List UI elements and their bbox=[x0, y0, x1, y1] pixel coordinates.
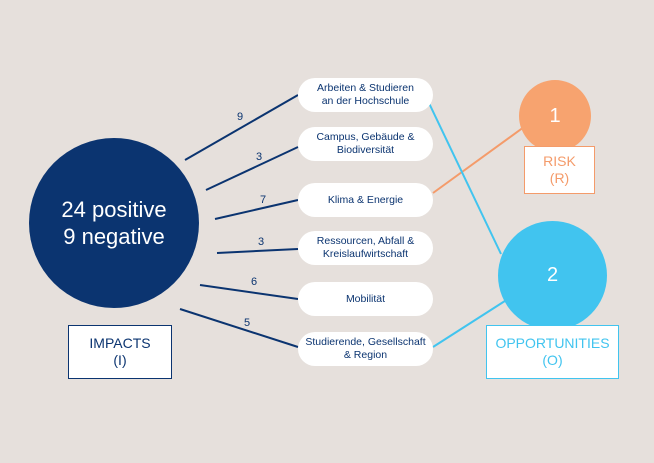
link-impacts-topic-4 bbox=[216, 248, 299, 254]
risk-title: RISK bbox=[543, 153, 576, 169]
risk-count: 1 bbox=[549, 104, 561, 127]
impacts-title: IMPACTS bbox=[89, 335, 151, 351]
topic-5-count: 6 bbox=[250, 276, 258, 288]
topic-4-count: 3 bbox=[257, 236, 265, 248]
risk-code: (R) bbox=[549, 170, 570, 186]
link-impacts-topic-2 bbox=[205, 146, 299, 191]
opportunities-title: OPPORTUNITIES bbox=[495, 335, 610, 351]
link-klima-risk bbox=[432, 126, 525, 194]
impacts-code: (I) bbox=[113, 352, 127, 368]
opportunities-code: (O) bbox=[542, 352, 563, 368]
opportunities-label-box: OPPORTUNITIES (O) bbox=[486, 325, 619, 379]
topic-ressourcen-abfall: Ressourcen, Abfall &Kreislaufwirtschaft bbox=[298, 231, 433, 265]
risk-label-box: RISK (R) bbox=[524, 146, 595, 194]
topic-1-count: 9 bbox=[236, 111, 244, 123]
link-arbeiten-opportunities bbox=[427, 100, 502, 255]
topic-klima-energie: Klima & Energie bbox=[298, 183, 433, 217]
topic-campus-biodiversitaet: Campus, Gebäude &Biodiversität bbox=[298, 127, 433, 161]
link-impacts-topic-1 bbox=[184, 94, 299, 161]
topic-2-count: 3 bbox=[255, 151, 263, 163]
link-impacts-topic-5 bbox=[199, 284, 299, 300]
negative-count-label: 9 negative bbox=[63, 224, 165, 249]
opportunities-count: 2 bbox=[546, 264, 559, 286]
link-impacts-topic-6 bbox=[179, 308, 299, 348]
link-impacts-topic-3 bbox=[214, 199, 299, 220]
positive-count-label: 24 positive bbox=[61, 197, 167, 222]
risk-circle: 1 bbox=[519, 80, 591, 152]
topic-3-count: 7 bbox=[259, 194, 267, 206]
topic-studierende-gesellschaft: Studierende, Gesellschaft& Region bbox=[298, 332, 433, 366]
opportunities-circle: 2 bbox=[498, 221, 607, 330]
impacts-circle: 24 positive 9 negative bbox=[29, 138, 199, 308]
link-studierende-opportunities bbox=[432, 298, 509, 348]
topic-6-count: 5 bbox=[243, 317, 251, 329]
topic-mobilitaet: Mobilität bbox=[298, 282, 433, 316]
impacts-label-box: IMPACTS (I) bbox=[68, 325, 172, 379]
